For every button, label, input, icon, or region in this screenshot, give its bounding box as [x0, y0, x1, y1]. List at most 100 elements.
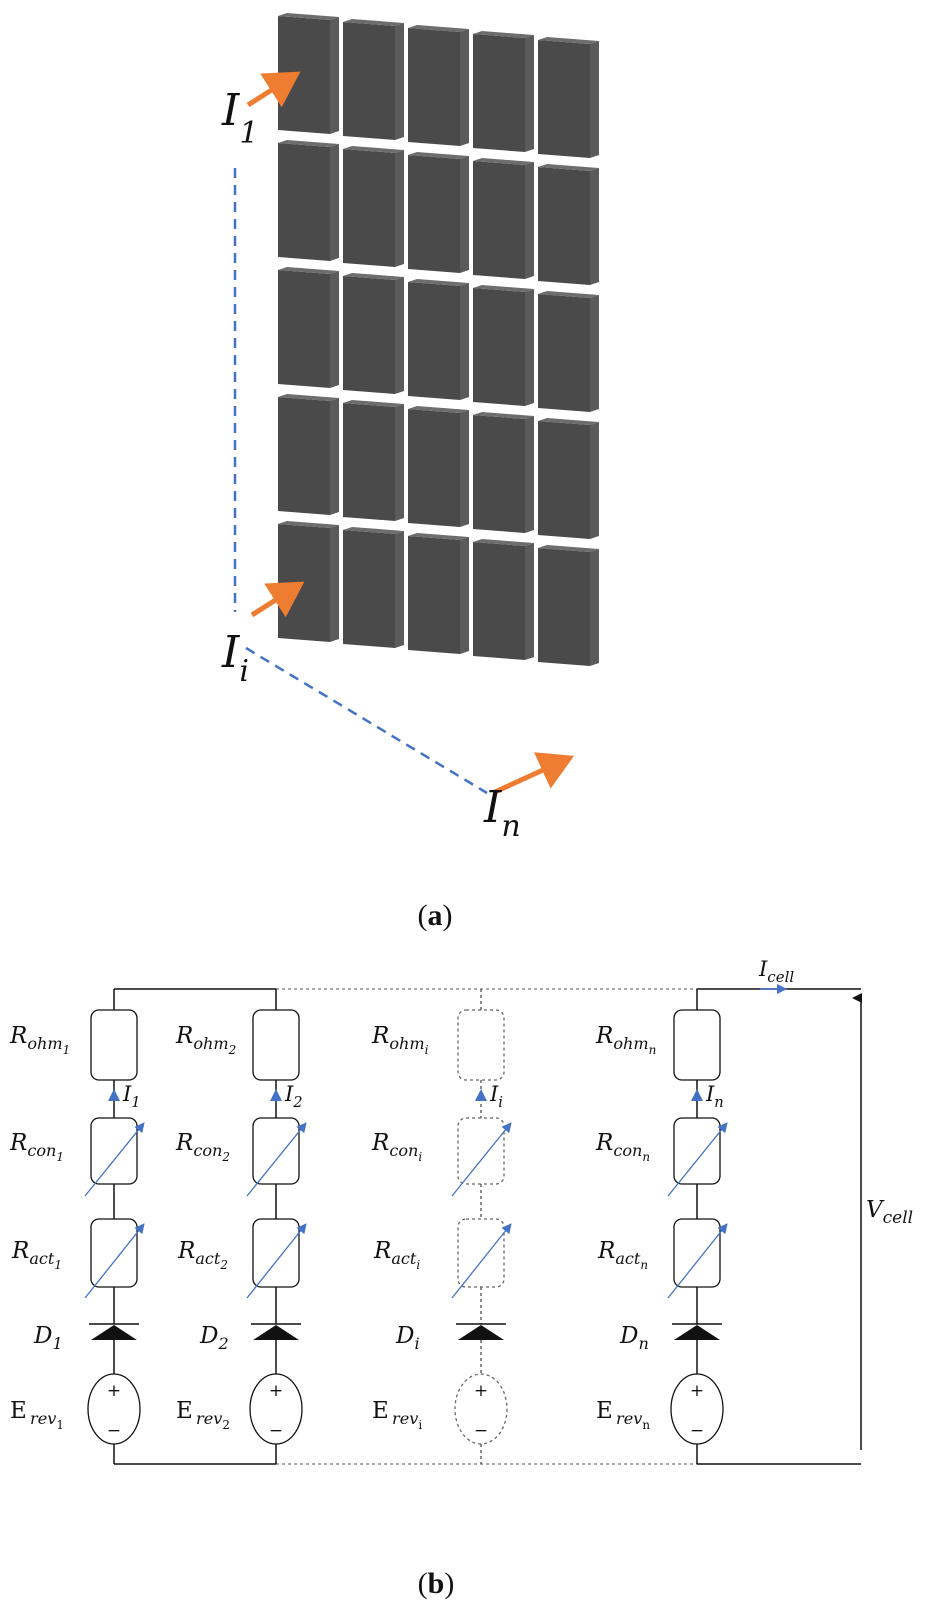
variable-arrow: [451, 1122, 512, 1197]
cell-segment: [278, 267, 339, 388]
panel-a-stack-diagram: I1 Ii In (a): [221, 13, 599, 932]
cell-segment: [538, 164, 599, 285]
dashed-guide-diagonal: [245, 646, 488, 795]
label-ii: Ii: [221, 627, 249, 689]
label-r-ohm: Rohm2: [175, 1023, 236, 1057]
activation-resistor: [457, 1218, 505, 1288]
label-r-ohm: Rohmi: [371, 1023, 429, 1057]
ohmic-resistor: [673, 1009, 721, 1081]
cell-segment: [538, 418, 599, 539]
label-in: In: [483, 782, 521, 844]
cell-segment: [408, 25, 469, 146]
cell-segment: [473, 158, 534, 279]
variable-arrow: [451, 1223, 512, 1299]
reverse-voltage-source: [87, 1373, 141, 1445]
concentration-resistor: [252, 1117, 300, 1185]
concentration-resistor: [90, 1117, 138, 1185]
activation-resistor: [90, 1218, 138, 1288]
cell-segment: [473, 285, 534, 406]
cell-segment: [473, 412, 534, 533]
icell-label: Icell: [758, 957, 794, 986]
label-source: E rev2: [176, 1398, 230, 1432]
label-r-ohm: Rohm1: [9, 1023, 70, 1057]
label-r-con: Rcon1: [9, 1130, 64, 1164]
plus-sign: +: [474, 1381, 488, 1401]
reverse-voltage-source: [670, 1373, 724, 1445]
cell-segment: [343, 273, 404, 394]
label-r-act: Racti: [373, 1238, 420, 1272]
caption-b: (b): [418, 1567, 455, 1600]
cell-segment: [473, 31, 534, 152]
concentration-resistor: [457, 1117, 505, 1185]
diode: [89, 1323, 139, 1340]
variable-arrow: [246, 1223, 307, 1299]
minus-sign: −: [107, 1421, 121, 1441]
variable-arrow: [667, 1122, 728, 1197]
label-r-act: Ractn: [597, 1238, 648, 1272]
label-source: E revi: [372, 1398, 422, 1432]
caption-a: (a): [418, 899, 453, 932]
cell-segment: [278, 394, 339, 515]
ohmic-resistor: [457, 1009, 505, 1081]
label-branch-current: I1: [122, 1082, 141, 1111]
branch-current-arrow: [475, 1089, 487, 1101]
branch-current-arrow: [108, 1089, 120, 1101]
label-diode: D1: [33, 1323, 63, 1353]
cell-segment: [278, 521, 339, 642]
diode: [672, 1323, 722, 1340]
cell-segment: [408, 533, 469, 654]
reverse-voltage-source: [249, 1373, 303, 1445]
label-branch-current: In: [705, 1082, 724, 1111]
variable-arrow: [84, 1122, 145, 1197]
diode: [456, 1323, 506, 1340]
cell-segment: [343, 19, 404, 140]
label-r-con: Rcon2: [175, 1130, 230, 1164]
variable-arrow: [667, 1223, 728, 1299]
diode: [251, 1323, 301, 1340]
cell-segment: [408, 152, 469, 273]
reverse-voltage-source: [454, 1373, 508, 1445]
cell-segment: [538, 545, 599, 666]
variable-arrow: [84, 1223, 145, 1299]
cell-segment: [278, 13, 339, 134]
label-source: E rev1: [10, 1398, 64, 1432]
cell-segment: [343, 527, 404, 648]
label-branch-current: Ii: [489, 1082, 503, 1111]
current-arrow-i: [250, 581, 305, 618]
activation-resistor: [252, 1218, 300, 1288]
label-r-act: Ract1: [11, 1238, 62, 1272]
activation-resistor: [673, 1218, 721, 1288]
minus-sign: −: [474, 1421, 488, 1441]
label-r-con: Rconi: [371, 1130, 422, 1164]
current-arrow-n: [493, 752, 575, 795]
minus-sign: −: [690, 1421, 704, 1441]
cell-segment: [538, 37, 599, 158]
variable-arrow: [246, 1122, 307, 1197]
cell-segment: [278, 140, 339, 261]
concentration-resistor: [673, 1117, 721, 1185]
label-diode: Di: [395, 1323, 420, 1353]
minus-sign: −: [269, 1421, 283, 1441]
cell-segment-grid: [278, 13, 599, 666]
cell-segment: [343, 146, 404, 267]
cell-segment: [343, 400, 404, 521]
label-diode: Dn: [619, 1323, 649, 1353]
label-r-con: Rconn: [595, 1130, 650, 1164]
cell-segment: [408, 406, 469, 527]
label-i1: I1: [221, 85, 258, 151]
cell-segment: [473, 539, 534, 660]
label-diode: D2: [199, 1323, 229, 1353]
label-r-act: Ract2: [177, 1238, 228, 1272]
plus-sign: +: [269, 1381, 283, 1401]
vcell-label: Vcell: [866, 1197, 913, 1228]
plus-sign: +: [690, 1381, 704, 1401]
ohmic-resistor: [90, 1009, 138, 1081]
branch-current-arrow: [691, 1089, 703, 1101]
ohmic-resistor: [252, 1009, 300, 1081]
